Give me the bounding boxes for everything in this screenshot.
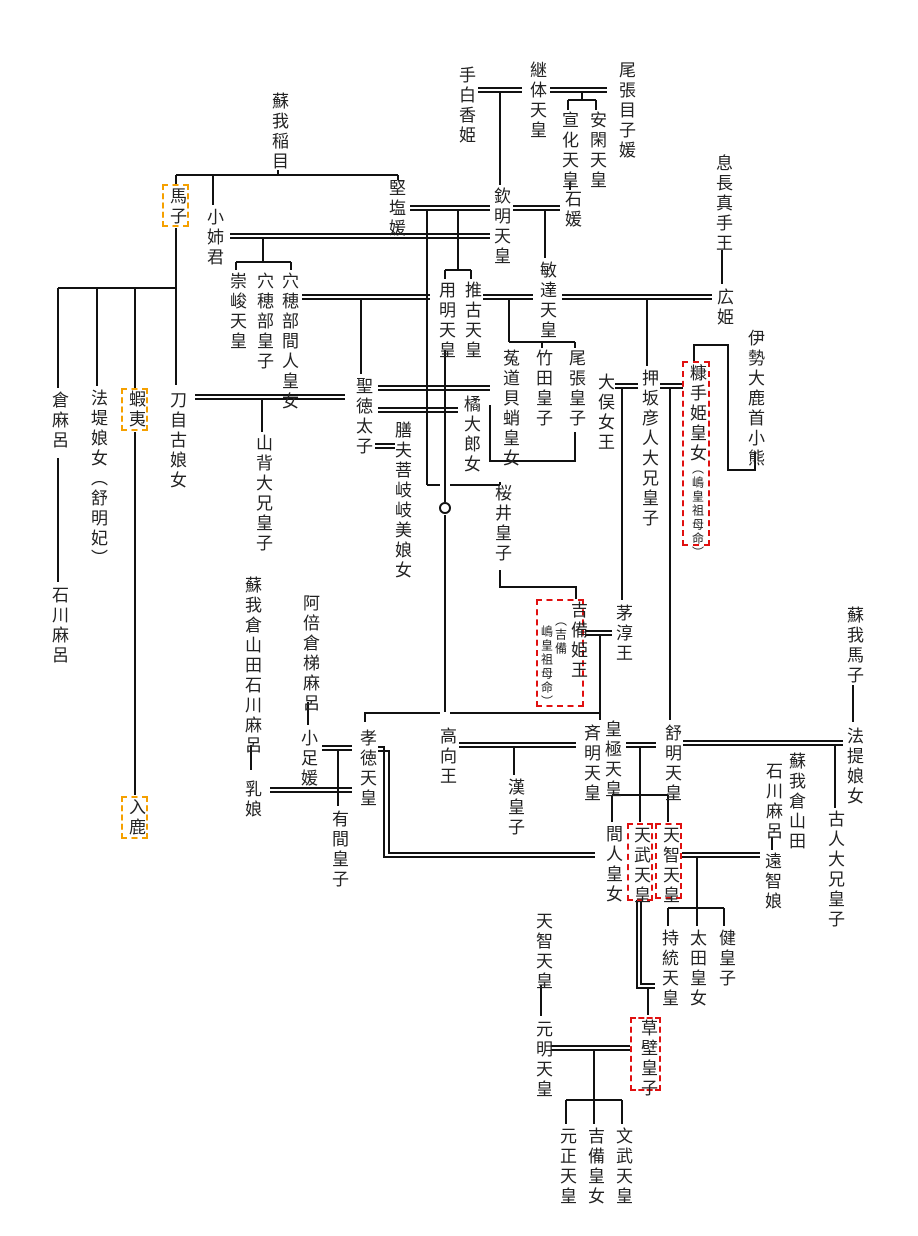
person-umako: 馬子 (166, 187, 186, 227)
person-ishikawamaro-left: 石川麻呂 (48, 586, 68, 666)
person-kusakabe: 草壁皇子 (637, 1019, 657, 1099)
person-hotei-no-iratsume-left: 法堤娘女（舒明妃） (87, 389, 107, 569)
person-takeda: 竹田皇子 (532, 349, 552, 429)
person-soga-no-umako-right: 蘇我馬子 (843, 606, 863, 686)
person-abe-no-kurahashimaro: 阿倍倉梯麻呂 (299, 594, 319, 714)
person-hotei-no-iratsume: 法提娘女 (843, 727, 863, 807)
person-ota: 太田皇女 (686, 929, 706, 1009)
person-ishihime: 石媛 (561, 190, 581, 230)
person-ishikawamaro-right: 石川麻呂 (762, 762, 782, 842)
person-otarashihime: 小足媛 (297, 729, 317, 789)
person-yomei: 用明天皇 (435, 281, 455, 361)
marriage-line (640, 900, 655, 985)
person-uji-no-kaitako: 菟道貝蛸皇女 (499, 349, 519, 469)
person-kibihime-note-1: （吉備 (553, 614, 568, 656)
person-kitashihime: 堅塩媛 (385, 179, 405, 239)
person-chi-no-iratsume: 乳娘 (241, 780, 261, 820)
highlight-box-temmu (627, 823, 653, 901)
person-emishi: 蝦夷 (125, 390, 145, 430)
marriage-line (378, 750, 595, 854)
person-soga-kurayamada-ishikawamaro: 蘇我倉山田石川麻呂 (241, 576, 261, 756)
person-nukatehime-note: （嶋皇祖母命） (690, 462, 705, 560)
person-anahobe: 穴穂部皇子 (253, 272, 273, 372)
person-saimei: 斉明天皇 (580, 724, 600, 804)
person-kibi-no-himemiko: 吉備皇女 (584, 1127, 604, 1207)
person-tachibana-no-oiratsume: 橘大郎女 (460, 395, 480, 475)
person-hashihito: 間人皇女 (602, 825, 622, 905)
person-tashiraka: 手白香姫 (455, 66, 475, 146)
person-yamashiro-no-oe: 山背大兄皇子 (252, 434, 272, 554)
person-takeru: 健皇子 (715, 929, 735, 989)
person-owari-no-miko: 尾張皇子 (565, 349, 585, 429)
person-aya-no-miko: 漢皇子 (504, 778, 524, 838)
highlight-box-umako (162, 184, 189, 227)
person-anahobe-no-hashihito: 穴穂部間人皇女 (278, 272, 298, 412)
descent-line (489, 405, 576, 462)
person-jito: 持統天皇 (658, 929, 678, 1009)
person-tenji-lower: 天智天皇 (532, 912, 552, 992)
highlight-box-iruka (121, 796, 148, 839)
person-soga-no-iname: 蘇我稲目 (268, 92, 288, 172)
person-tenji: 天智天皇 (659, 826, 679, 906)
unknown-person-circle (439, 502, 451, 514)
highlight-box-kibihime (536, 599, 584, 707)
person-nukatehime: 糠手姫皇女 (686, 364, 706, 464)
person-kogyoku: 皇極天皇 (601, 720, 621, 800)
descent-line (499, 570, 577, 599)
person-senka: 宣化天皇 (558, 111, 578, 191)
person-bidatsu: 敏達天皇 (536, 261, 556, 341)
person-suiko: 推古天皇 (461, 281, 481, 361)
person-kashiwade: 膳夫菩岐岐美娘女 (391, 421, 411, 581)
highlight-box-tenji (655, 823, 682, 899)
person-temmu: 天武天皇 (630, 826, 650, 906)
person-gensho: 元正天皇 (556, 1127, 576, 1207)
person-gemmei: 元明天皇 (532, 1020, 552, 1100)
person-kimmei: 欽明天皇 (490, 187, 510, 267)
person-arima: 有間皇子 (328, 810, 348, 890)
person-shotoku: 聖徳太子 (352, 377, 372, 457)
person-sushun: 崇峻天皇 (226, 272, 246, 352)
person-kibihime: 吉備姫王 (567, 601, 587, 681)
descent-line (693, 344, 756, 471)
person-oshisaka-no-hikohito: 押坂彦人大兄皇子 (638, 369, 658, 529)
person-sakurai: 桜井皇子 (491, 484, 511, 564)
person-ochi-no-iratsume: 遠智娘 (761, 852, 781, 912)
person-kibihime-note-2: 嶋皇祖母命） (539, 625, 554, 709)
person-kotoku: 孝徳天皇 (356, 729, 376, 809)
person-soga-kurayamada: 蘇我倉山田 (785, 752, 805, 852)
person-jomei: 舒明天皇 (661, 724, 681, 804)
marriage-line (378, 746, 595, 858)
person-hirohime: 広姫 (713, 288, 733, 328)
person-oane-no-kimi: 小姉君 (203, 208, 223, 268)
descent-line (364, 712, 440, 722)
person-furuhito-no-oe: 古人大兄皇子 (824, 810, 844, 930)
person-tojiko: 刀自古娘女 (166, 391, 186, 491)
person-keitai: 継体天皇 (526, 61, 546, 141)
person-mommu: 文武天皇 (612, 1127, 632, 1207)
highlight-box-nukatehime (682, 361, 710, 546)
person-iruka: 入鹿 (125, 798, 145, 838)
person-omata-no-okimi: 大俣女王 (594, 373, 614, 453)
person-ankan: 安閑天皇 (586, 111, 606, 191)
person-takamuko: 高向王 (436, 727, 456, 787)
person-kuramaro: 倉麻呂 (48, 391, 68, 451)
marriage-line (636, 900, 655, 989)
person-ise-no-oka: 伊勢大鹿首小熊 (744, 329, 764, 469)
person-chinu: 茅淳王 (612, 604, 632, 664)
highlight-box-kusakabe (630, 1017, 661, 1091)
person-owari-no-menoko: 尾張目子媛 (615, 61, 635, 161)
person-okinaga-no-mate: 息長真手王 (712, 154, 732, 254)
highlight-box-emishi (121, 388, 148, 431)
